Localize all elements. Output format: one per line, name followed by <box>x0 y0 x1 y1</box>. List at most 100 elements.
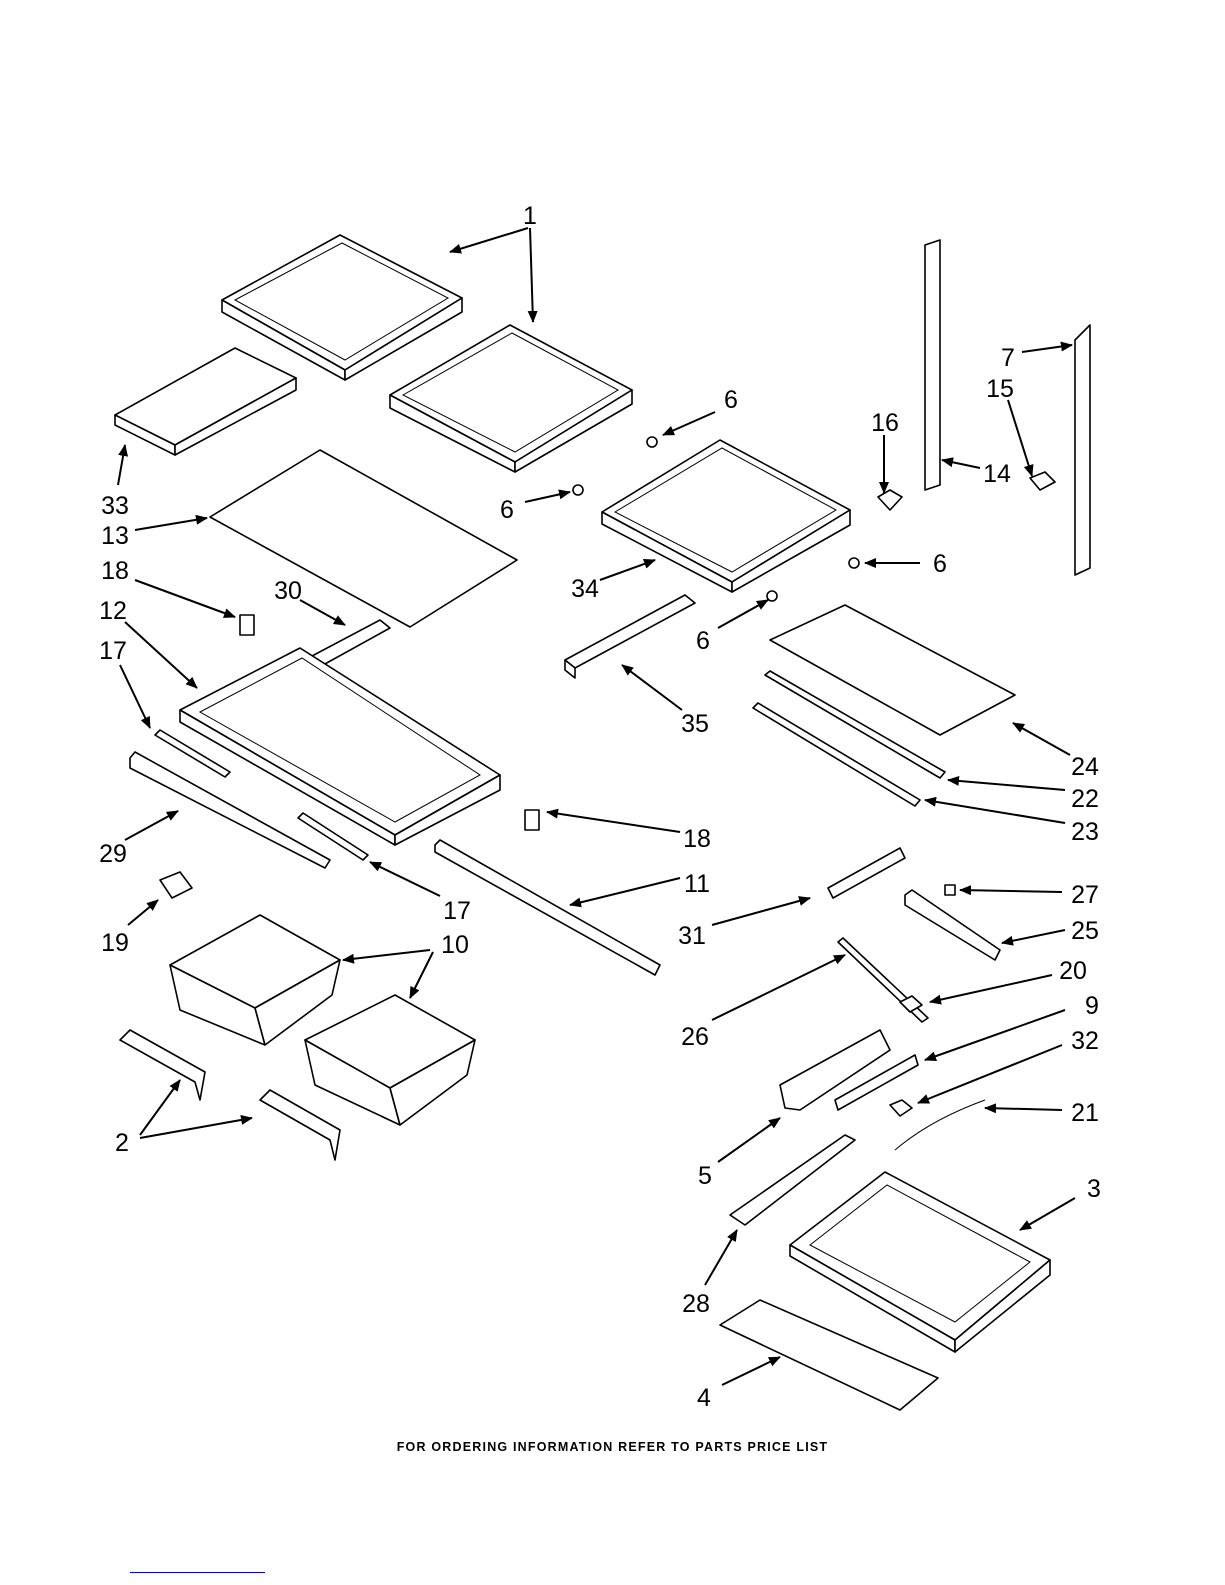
callout-arrow-17 <box>120 665 150 728</box>
callout-arrow-7 <box>1022 345 1072 352</box>
callout-arrow-19 <box>128 900 158 925</box>
callout-arrow-28 <box>705 1230 737 1285</box>
callout-arrow-33 <box>118 445 125 485</box>
callout-arrow-1 <box>450 228 528 252</box>
callout-25: 25 <box>1071 917 1099 945</box>
callout-13: 13 <box>101 522 129 550</box>
glass-shelf-part-13 <box>210 450 517 627</box>
callout-12: 12 <box>99 597 127 625</box>
callout-arrow-17 <box>370 862 440 896</box>
drawer-part-3 <box>790 1172 1050 1352</box>
cover-part-31 <box>828 848 905 898</box>
callout-17: 17 <box>99 637 127 665</box>
screw-part-16 <box>878 490 902 510</box>
parts <box>115 235 1090 1410</box>
callout-23: 23 <box>1071 818 1099 846</box>
bracket-part-25 <box>905 890 1000 960</box>
callout-29: 29 <box>99 840 127 868</box>
callout-arrow-13 <box>135 518 207 530</box>
callout-arrow-30 <box>300 600 345 625</box>
callout-arrow-27 <box>960 890 1062 892</box>
callout-arrow-10 <box>343 950 430 960</box>
callout-3: 3 <box>1087 1175 1101 1203</box>
callout-19: 19 <box>101 929 129 957</box>
callout-11: 11 <box>684 870 710 898</box>
glass-shelf-part-24 <box>770 605 1015 735</box>
callout-arrow-34 <box>600 560 655 580</box>
callout-4: 4 <box>697 1384 711 1412</box>
callout-6: 6 <box>933 550 947 578</box>
callout-6: 6 <box>696 627 710 655</box>
callout-arrow-35 <box>622 665 682 710</box>
callout-arrow-5 <box>718 1118 780 1162</box>
callout-arrow-12 <box>125 622 197 688</box>
callout-arrow-10 <box>410 952 433 998</box>
callout-17: 17 <box>443 897 471 925</box>
shelf-part-33 <box>115 348 296 455</box>
callout-33: 33 <box>101 492 129 520</box>
callout-2: 2 <box>115 1129 129 1157</box>
trim-part-23 <box>753 703 920 806</box>
callout-arrow-6 <box>718 600 768 628</box>
crisper-part-10a <box>170 915 340 1045</box>
rail-part-14 <box>925 240 940 490</box>
screw-part-15 <box>1030 472 1055 490</box>
callout-16: 16 <box>871 409 899 437</box>
clip-part-19 <box>160 872 192 898</box>
callout-arrow-25 <box>1002 930 1065 943</box>
callout-18: 18 <box>101 557 129 585</box>
callout-28: 28 <box>682 1290 710 1318</box>
callout-5: 5 <box>698 1162 712 1190</box>
callout-arrow-26 <box>712 955 845 1020</box>
callout-10: 10 <box>441 931 469 959</box>
callout-32: 32 <box>1071 1027 1099 1055</box>
cover-part-2a <box>120 1030 205 1100</box>
callout-20: 20 <box>1059 957 1087 985</box>
callout-arrow-2 <box>140 1118 252 1138</box>
shelf-part-1a <box>222 235 462 380</box>
rail-part-7 <box>1075 325 1090 575</box>
callout-arrow-18 <box>135 580 235 617</box>
housing-part-5 <box>780 1030 890 1110</box>
shelf-part-1b <box>390 325 632 472</box>
callout-arrow-29 <box>125 811 178 840</box>
callout-arrow-14 <box>942 460 980 468</box>
callout-arrow-18 <box>547 812 680 832</box>
callout-arrow-3 <box>1020 1198 1075 1230</box>
callout-arrow-2 <box>140 1080 180 1135</box>
crisper-part-10b <box>305 995 475 1125</box>
callout-15: 15 <box>986 375 1014 403</box>
ordering-info-footer: FOR ORDERING INFORMATION REFER TO PARTS … <box>0 1440 1225 1454</box>
callout-9: 9 <box>1085 992 1099 1020</box>
callout-14: 14 <box>983 460 1011 488</box>
callout-arrow-6 <box>525 492 570 502</box>
callout-21: 21 <box>1071 1099 1099 1127</box>
callout-34: 34 <box>571 575 599 603</box>
callout-arrow-20 <box>930 975 1052 1002</box>
callout-arrow-32 <box>918 1045 1062 1103</box>
callout-arrow-24 <box>1013 723 1070 755</box>
callout-6: 6 <box>500 496 514 524</box>
callout-30: 30 <box>274 577 302 605</box>
clip-part-27 <box>945 885 955 895</box>
clip-part-18b <box>525 810 539 830</box>
callout-arrow-15 <box>1008 400 1032 476</box>
callout-26: 26 <box>681 1023 709 1051</box>
callout-arrow-11 <box>570 878 680 905</box>
callout-35: 35 <box>681 710 709 738</box>
callout-arrow-21 <box>985 1108 1062 1110</box>
cover-part-35 <box>565 595 695 678</box>
callout-6: 6 <box>724 386 738 414</box>
callout-arrow-22 <box>948 780 1065 790</box>
callout-7: 7 <box>1001 344 1015 372</box>
callout-27: 27 <box>1071 881 1099 909</box>
callout-arrow-4 <box>722 1357 780 1385</box>
empty-link[interactable] <box>130 1572 265 1573</box>
screw-part-32 <box>890 1100 912 1116</box>
callout-31: 31 <box>678 922 706 950</box>
clip-part-18a <box>240 615 254 635</box>
callout-24: 24 <box>1071 753 1099 781</box>
callout-arrow-1 <box>530 228 533 322</box>
callout-arrow-6 <box>663 412 715 435</box>
